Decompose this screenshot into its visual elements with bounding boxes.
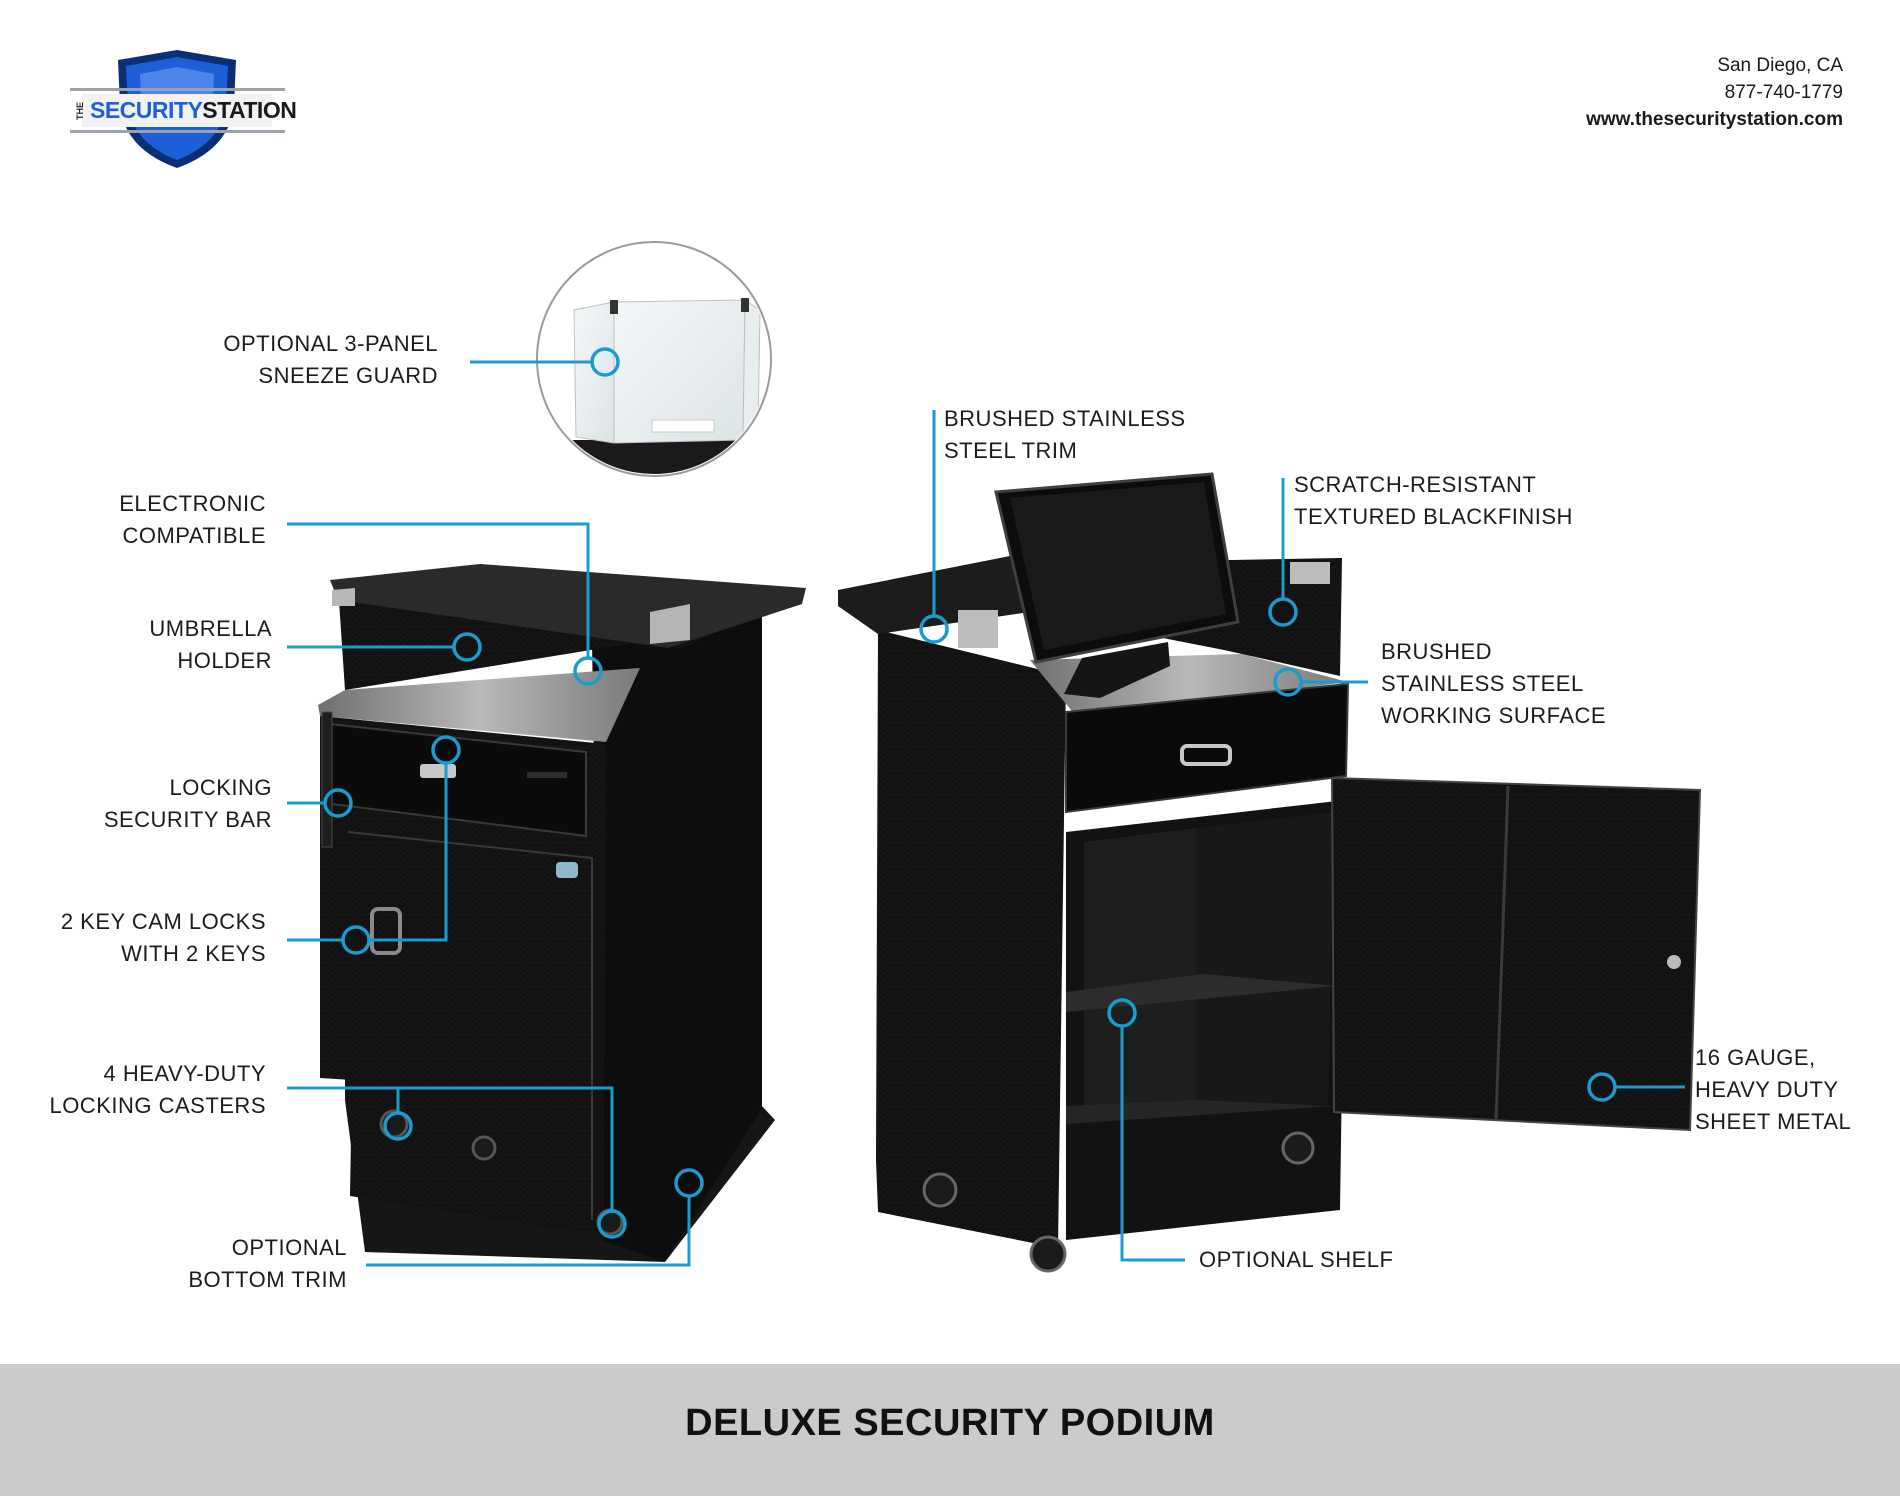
callout-lines xyxy=(287,347,1685,1267)
callout-umbrella: UMBRELLA HOLDER xyxy=(149,613,272,677)
callout-line: SHEET METAL xyxy=(1695,1109,1852,1134)
callout-blackfinish: SCRATCH-RESISTANT TEXTURED BLACKFINISH xyxy=(1294,469,1573,533)
callout-line: STAINLESS STEEL xyxy=(1381,671,1584,696)
callout-line: SECURITY BAR xyxy=(103,807,272,832)
callout-line: LOCKING CASTERS xyxy=(49,1093,266,1118)
callout-line: 4 HEAVY-DUTY xyxy=(103,1061,266,1086)
contact-phone[interactable]: 877-740-1779 xyxy=(1724,82,1843,103)
callout-line: SNEEZE GUARD xyxy=(258,363,438,388)
callout-line: COMPATIBLE xyxy=(122,523,266,548)
callout-line: ELECTRONIC xyxy=(119,491,266,516)
callout-bottom-trim: OPTIONAL BOTTOM TRIM xyxy=(188,1232,347,1296)
callout-sneeze-guard: OPTIONAL 3-PANEL SNEEZE GUARD xyxy=(223,328,438,392)
callout-sheet-metal: 16 GAUGE, HEAVY DUTY SHEET METAL xyxy=(1695,1042,1851,1138)
callout-line: HEAVY DUTY xyxy=(1695,1077,1839,1102)
callout-line: TEXTURED BLACKFINISH xyxy=(1294,504,1573,529)
podium-right xyxy=(838,472,1702,1273)
callout-line: UMBRELLA xyxy=(149,616,272,641)
callout-line: OPTIONAL SHELF xyxy=(1199,1247,1394,1272)
callout-steel-trim: BRUSHED STAINLESS STEEL TRIM xyxy=(944,403,1186,467)
callout-line: LOCKING xyxy=(169,775,272,800)
callout-line: 16 GAUGE, xyxy=(1695,1045,1816,1070)
product-illustration xyxy=(287,241,1702,1273)
callout-casters: 4 HEAVY-DUTY LOCKING CASTERS xyxy=(49,1058,266,1122)
sneeze-guard-inset xyxy=(536,241,772,477)
callout-security-bar: LOCKING SECURITY BAR xyxy=(104,772,272,836)
callout-line: OPTIONAL 3-PANEL xyxy=(223,331,438,356)
contact-block: San Diego, CA 877-740-1779 www.thesecuri… xyxy=(1586,52,1843,133)
logo-word-security: SECURITY xyxy=(90,97,203,123)
product-title: DELUXE SECURITY PODIUM xyxy=(685,1402,1215,1444)
company-logo[interactable]: THE SECURITYSTATION xyxy=(70,48,297,170)
callout-line: HOLDER xyxy=(177,648,272,673)
callout-line: WITH 2 KEYS xyxy=(121,941,266,966)
footer-bar: DELUXE SECURITY PODIUM xyxy=(0,1364,1900,1496)
callout-shelf: OPTIONAL SHELF xyxy=(1199,1244,1393,1276)
contact-city: San Diego, CA xyxy=(1717,55,1843,76)
callout-line: SCRATCH-RESISTANT xyxy=(1294,472,1537,497)
logo-word-station: STATION xyxy=(202,97,297,123)
callout-line: BOTTOM TRIM xyxy=(188,1267,347,1292)
callout-line: STEEL TRIM xyxy=(944,438,1078,463)
callout-line: WORKING SURFACE xyxy=(1381,703,1607,728)
callout-working-surface: BRUSHED STAINLESS STEEL WORKING SURFACE xyxy=(1381,636,1606,732)
callout-line: BRUSHED xyxy=(1381,639,1493,664)
callout-line: OPTIONAL xyxy=(231,1235,347,1260)
callout-line: BRUSHED STAINLESS xyxy=(944,406,1186,431)
callout-line: 2 KEY CAM LOCKS xyxy=(60,909,266,934)
callout-cam-locks: 2 KEY CAM LOCKS WITH 2 KEYS xyxy=(61,906,266,970)
callout-electronic: ELECTRONIC COMPATIBLE xyxy=(119,488,266,552)
podium-left xyxy=(318,564,806,1262)
contact-website[interactable]: www.thesecuritystation.com xyxy=(1586,109,1843,130)
